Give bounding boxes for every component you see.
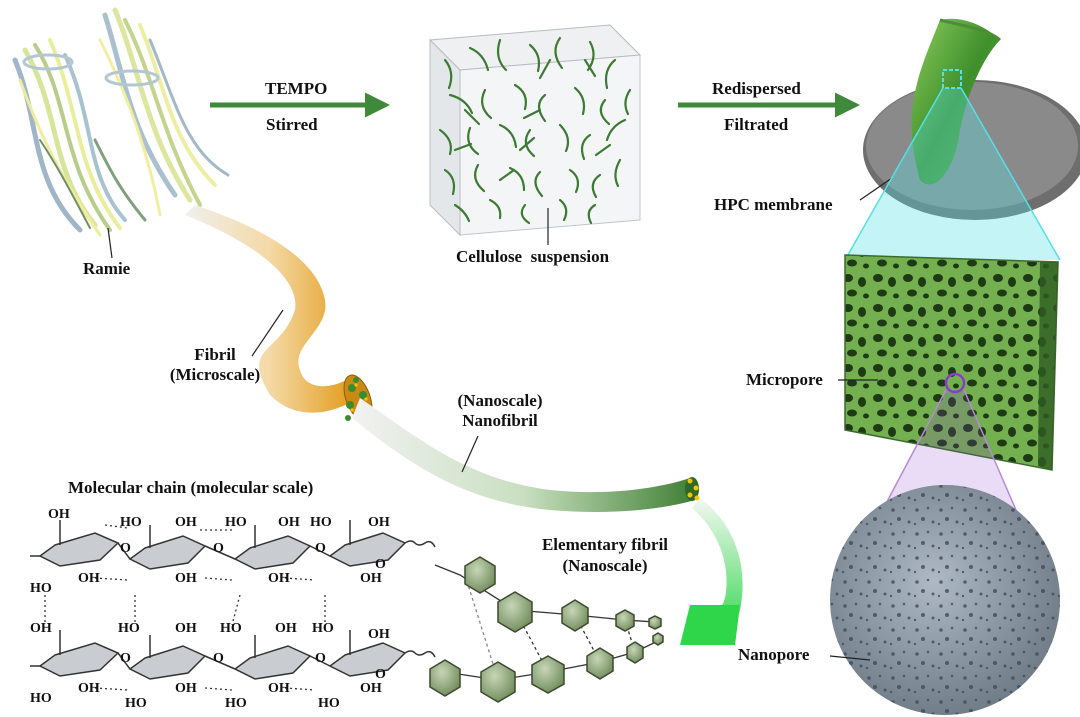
nanofibril-label-line1: (Nanoscale) bbox=[457, 391, 543, 410]
stirred-label: Stirred bbox=[266, 115, 318, 134]
fibril-label-line2: (Microscale) bbox=[169, 365, 261, 384]
elementary-fibril-label-line2: (Nanoscale) bbox=[562, 556, 648, 575]
ho-label: HO bbox=[220, 621, 242, 636]
ring-oxygen-label: O bbox=[375, 667, 386, 682]
ring-oxygen-label: O bbox=[375, 557, 386, 572]
ho-label: HO bbox=[225, 696, 247, 711]
suspension-cube bbox=[428, 24, 642, 237]
membrane-zoom-marker bbox=[942, 69, 962, 89]
micropore-block bbox=[844, 254, 1059, 471]
nanofibril-leader-line bbox=[461, 435, 479, 473]
oh-label: OH bbox=[360, 571, 382, 586]
ring-oxygen-label: O bbox=[315, 541, 326, 556]
fibril-leader-line bbox=[251, 309, 284, 357]
elementary-fibril-label-line1: Elementary fibril bbox=[541, 535, 669, 554]
ramie-leader-line bbox=[107, 227, 113, 259]
molecular-chain-structure: OH HO OH HO OH HO OH O O O O OH HO OH OH… bbox=[30, 507, 436, 711]
nanofibril-label-line2: Nanofibril bbox=[462, 411, 538, 430]
ho-label: HO bbox=[225, 515, 247, 530]
oh-label: OH bbox=[30, 621, 52, 636]
ring-oxygen-label: O bbox=[120, 541, 131, 556]
redispersed-label: Redispersed bbox=[712, 79, 801, 98]
ramie-fiber-bundle bbox=[12, 7, 230, 237]
ho-label: HO bbox=[310, 515, 332, 530]
oh-label: OH bbox=[175, 621, 197, 636]
oh-label: OH bbox=[175, 571, 197, 586]
oh-label: OH bbox=[175, 681, 197, 696]
micropore-zoom-marker bbox=[944, 372, 966, 394]
hexagon-chain-network bbox=[429, 556, 664, 703]
oh-label: OH bbox=[368, 515, 390, 530]
ho-label: HO bbox=[312, 621, 334, 636]
molecular-chain-label: Molecular chain (molecular scale) bbox=[68, 478, 314, 497]
nanopore-disk bbox=[830, 485, 1060, 715]
nanofibril-tube bbox=[352, 398, 700, 512]
cyan-zoom-projection bbox=[845, 88, 1060, 260]
oh-label: OH bbox=[78, 681, 100, 696]
hpc-leader-line bbox=[859, 177, 893, 201]
oh-label: OH bbox=[368, 627, 390, 642]
hydroxyl-group-labels: OH HO OH HO OH HO OH O O O O OH HO OH OH… bbox=[30, 507, 390, 711]
hpc-membrane-disk bbox=[863, 18, 1080, 220]
ho-label: HO bbox=[125, 696, 147, 711]
ho-label: HO bbox=[120, 515, 142, 530]
ring-oxygen-label: O bbox=[213, 651, 224, 666]
ho-label: HO bbox=[118, 621, 140, 636]
nanofiber-strands bbox=[438, 36, 632, 225]
nanopore-label: Nanopore bbox=[738, 645, 810, 664]
tempo-label: TEMPO bbox=[265, 79, 328, 98]
oh-label: OH bbox=[78, 571, 100, 586]
oh-label: OH bbox=[48, 507, 70, 522]
ring-oxygen-label: O bbox=[120, 651, 131, 666]
ramie-label: Ramie bbox=[83, 259, 131, 278]
oh-label: OH bbox=[275, 621, 297, 636]
oh-label: OH bbox=[268, 681, 290, 696]
micropore-label: Micropore bbox=[746, 370, 823, 389]
ho-label: HO bbox=[30, 691, 52, 706]
ring-oxygen-label: O bbox=[315, 651, 326, 666]
filtrated-label: Filtrated bbox=[724, 115, 789, 134]
oh-label: OH bbox=[360, 681, 382, 696]
hpc-membrane-label: HPC membrane bbox=[714, 195, 833, 214]
ring-oxygen-label: O bbox=[213, 541, 224, 556]
oh-label: OH bbox=[268, 571, 290, 586]
elementary-fibril-tube bbox=[680, 498, 743, 645]
nanopore-leader-line bbox=[829, 655, 871, 661]
oh-label: OH bbox=[175, 515, 197, 530]
cellulose-suspension-label: Cellulose suspension bbox=[456, 247, 610, 266]
ho-label: HO bbox=[30, 581, 52, 596]
oh-label: OH bbox=[278, 515, 300, 530]
fibril-label-line1: Fibril bbox=[194, 345, 236, 364]
ho-label: HO bbox=[318, 696, 340, 711]
microfibril-tube bbox=[185, 205, 373, 422]
